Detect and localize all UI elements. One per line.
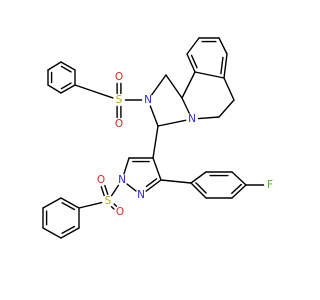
double-bond-pa5-pa6 <box>60 61 76 71</box>
double-bond-pa1-pa2 <box>60 84 76 94</box>
double-bond-s2-o2a <box>110 206 115 210</box>
single-bond-f1c-f2 <box>190 171 207 184</box>
single-bond-c6-c7 <box>218 99 235 118</box>
single-bond-f3-f4 <box>231 171 247 186</box>
single-bond-b4-b5 <box>218 37 228 55</box>
single-bond-c5p-npz1 <box>123 157 130 175</box>
single-bond-c6a-b1 <box>194 71 225 79</box>
double-bond-b1-b2 <box>186 53 196 73</box>
atom-label-background <box>264 179 276 191</box>
single-bond-c1-c10b <box>165 74 183 99</box>
single-bond-pb4-pb5 <box>42 227 62 239</box>
atom-f-f1: F <box>267 179 273 191</box>
single-bond-c3p-c4p <box>152 157 162 181</box>
double-bond-f6-f1c <box>190 182 207 199</box>
atom-s-s2: S <box>105 195 112 207</box>
double-bond-pb1-pb2 <box>60 197 80 209</box>
single-bond-n2-c1 <box>151 74 167 96</box>
double-bond-npz2-c3p <box>145 179 162 192</box>
double-bond-s2-o2b <box>104 184 109 195</box>
atom-label-background <box>114 206 126 218</box>
single-bond-b2-b3 <box>186 37 200 55</box>
atom-label-background <box>113 94 125 106</box>
double-bond-b5-c6a <box>223 53 228 79</box>
double-bond-s2-o2a-b <box>113 203 118 207</box>
single-bond-pa4-pa5 <box>47 61 62 71</box>
double-bond-f4-f5-inner <box>231 183 243 194</box>
atom-n-npz2: N <box>137 189 145 201</box>
single-bond-c3-c4p <box>152 125 159 159</box>
atom-n-n2: N <box>144 94 152 106</box>
atom-s-s1: S <box>116 94 123 106</box>
atom-label-background <box>95 174 107 186</box>
single-bond-c3-n2 <box>149 105 159 127</box>
atom-n-npz1: N <box>118 174 126 186</box>
atom-o-o2a: O <box>116 206 124 218</box>
atom-label-background <box>186 113 198 125</box>
bond-layer <box>42 37 265 239</box>
atom-o-o1a: O <box>115 71 123 83</box>
atom-label-background <box>135 189 147 201</box>
single-bond-c7-c6a <box>223 77 235 101</box>
atom-o-o2b: O <box>97 174 105 186</box>
double-bond-pb1-pb2-inner <box>61 202 76 211</box>
double-bond-b5-c6a-inner <box>220 56 224 75</box>
single-bond-s2-pb1 <box>78 201 103 209</box>
double-bond-s2-o2b-b <box>100 186 105 197</box>
single-bond-c3p-f1c <box>160 179 192 184</box>
atom-n-n5: N <box>188 113 196 125</box>
double-bond-b1-b2-inner <box>190 54 198 69</box>
single-bond-npz1-npz2 <box>126 183 137 192</box>
single-bond-c10b-b1 <box>181 71 196 99</box>
atom-label-background <box>116 174 128 186</box>
atom-label-background <box>102 195 114 207</box>
double-bond-pb5-pb6-inner <box>61 225 76 234</box>
double-bond-f4-f5 <box>231 184 247 199</box>
double-bond-f6-f1c-inner <box>195 182 207 194</box>
atom-label-background <box>113 118 125 130</box>
double-bond-npz2-c3p-inner <box>145 178 158 188</box>
atom-label-background <box>113 71 125 83</box>
single-bond-pa1-s1 <box>74 84 114 99</box>
double-bond-pa1-pa2-inner <box>60 82 72 90</box>
single-bond-pb2-pb3 <box>42 197 62 209</box>
single-bond-n5-c3 <box>157 119 187 127</box>
atom-o-o1b: O <box>115 118 123 130</box>
single-bond-pa2-pa3 <box>47 84 62 94</box>
single-bond-c10b-n5 <box>181 97 190 114</box>
atom-label-background <box>142 94 154 106</box>
single-bond-npz1-s2 <box>110 184 120 197</box>
single-bond-n5-c6 <box>197 116 220 120</box>
double-bond-pb5-pb6 <box>60 227 80 239</box>
double-bond-pa5-pa6-inner <box>60 65 72 73</box>
